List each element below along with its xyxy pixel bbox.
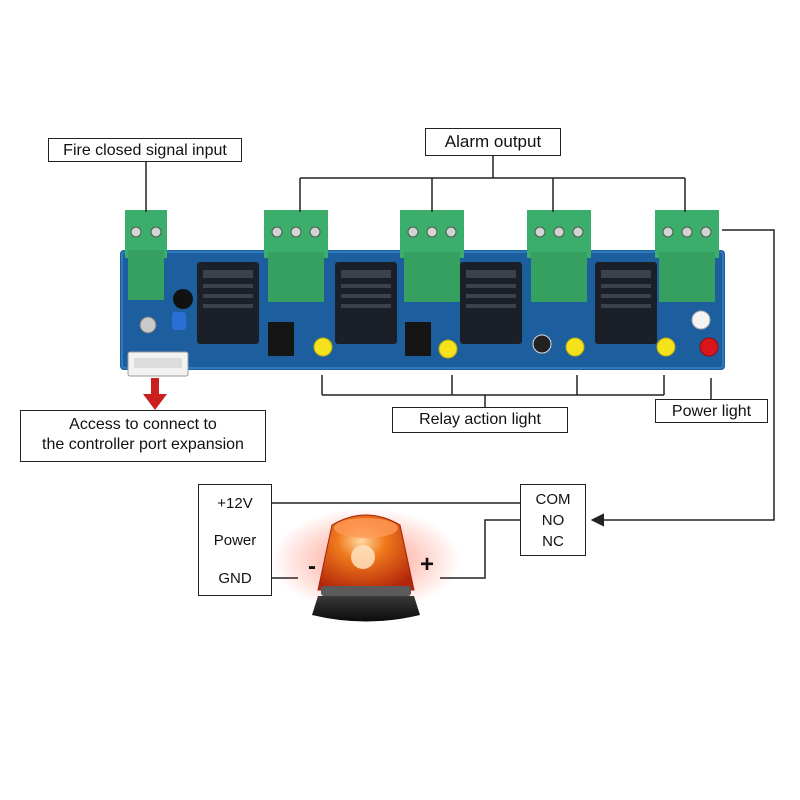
access-label: Access to connect to the controller port… [20,410,266,462]
power-light-label: Power light [655,399,768,423]
plus-sign: + [420,551,435,578]
relay-3 [460,262,522,344]
led-yellow-1 [313,337,333,357]
output-wire [590,229,775,527]
red-down-arrow [143,378,167,410]
led-white [691,310,711,330]
terminal-ch3 [527,210,591,302]
power-box: +12V Power GND [198,484,272,596]
capacitor-3 [532,334,552,354]
led-yellow-4 [656,337,676,357]
nc-label: NC [542,533,564,550]
relay-light-label: Relay action light [392,407,568,433]
access-line-1: Access to connect to [69,416,217,433]
alarm-output-bracket [299,155,686,212]
v12-label: +12V [217,495,253,512]
alarm-output-text: Alarm output [444,132,542,151]
capacitor-2 [139,316,157,334]
alarm-output-label: Alarm output [425,128,561,156]
ic-chip-1 [268,322,294,356]
relay-1 [197,262,259,344]
led-red [699,337,719,357]
relay-4 [595,262,657,344]
terminal-ch4 [655,210,719,302]
fire-input-text: Fire closed signal input [63,142,227,159]
no-wire [440,519,520,579]
power-label: Power [213,532,257,549]
no-label: NO [541,512,565,529]
led-yellow-2 [438,339,458,359]
com-label: COM [535,491,571,508]
alarm-beacon [271,508,461,622]
trimmer [172,312,186,330]
ic-chip-2 [405,322,431,356]
minus-sign: - [308,553,316,580]
power-light-text: Power light [671,403,752,420]
terminal-input [125,210,167,300]
relay-light-text: Relay action light [419,411,541,428]
capacitor-1 [173,289,193,309]
contact-box: COM NO NC [520,484,586,556]
fire-input-label: Fire closed signal input [48,138,242,162]
relay-board [120,210,725,377]
terminal-ch2 [400,210,464,302]
terminal-ch1 [264,210,328,302]
access-line-2: the controller port expansion [42,436,244,453]
gnd-label: GND [218,570,252,587]
relay-light-bracket [321,375,665,408]
relay-2 [335,262,397,344]
led-yellow-3 [565,337,585,357]
